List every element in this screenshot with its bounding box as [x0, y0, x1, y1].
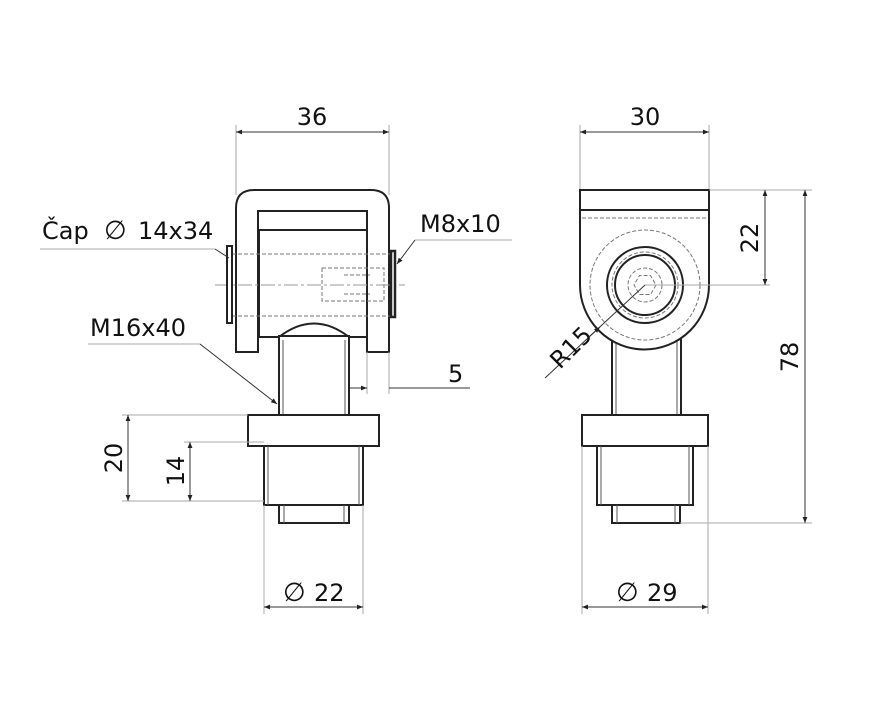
nut [247, 414, 380, 447]
front-diameter-dim: 22 [314, 579, 345, 607]
hex-socket [633, 275, 657, 295]
threaded-part [263, 445, 364, 506]
pin-label: Čap [42, 215, 89, 245]
side-threaded-part [596, 445, 694, 506]
side-diameter-symbol: ∅ [616, 578, 639, 608]
side-bolt-end [611, 504, 681, 524]
bolt-shank [278, 335, 350, 417]
gap-dim: 5 [448, 360, 463, 388]
front-view: 36 Čap ∅ 14x34 M8x10 M16x40 [40, 103, 512, 614]
total-height-dim: 20 [100, 443, 128, 474]
screw-label: M8x10 [420, 210, 501, 238]
thread-height-dim: 14 [162, 456, 190, 487]
pin-diameter-symbol: ∅ [104, 216, 127, 246]
side-view: 30 R15 22 78 ∅ 29 [544, 103, 812, 614]
diameter-symbol: ∅ [283, 578, 306, 608]
center-height-dim: 22 [736, 223, 764, 254]
pin-head [226, 245, 233, 324]
yoke [235, 189, 390, 353]
hinge-block [258, 229, 368, 338]
total-height-78-dim: 78 [776, 342, 804, 373]
screw-head [389, 249, 397, 319]
side-width-dim: 30 [630, 103, 661, 131]
side-nut [581, 414, 709, 447]
radius-dim: R15 [544, 321, 597, 374]
bolt-end [278, 504, 350, 524]
bolt-label: M16x40 [90, 314, 186, 342]
side-body [579, 189, 710, 351]
pin-size-label: 14x34 [138, 217, 213, 245]
side-diameter-dim: 29 [647, 579, 678, 607]
front-width-dim: 36 [297, 103, 328, 131]
